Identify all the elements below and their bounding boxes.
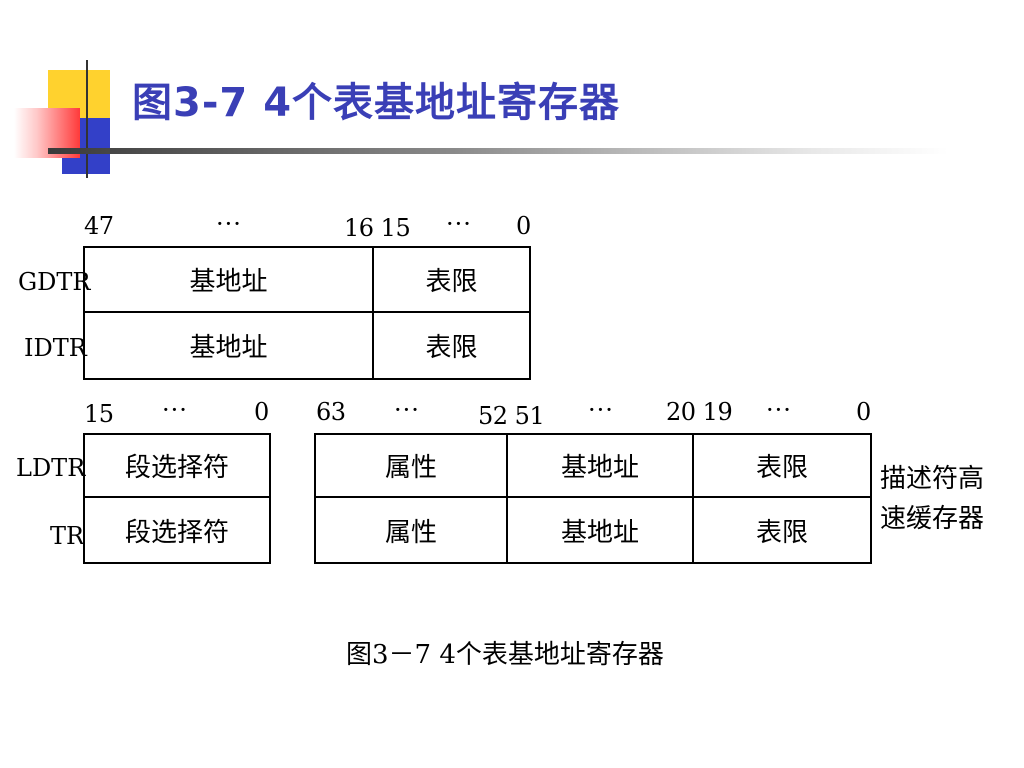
column-divider xyxy=(372,246,374,380)
title-underline xyxy=(48,148,948,154)
gdtr-label: GDTR xyxy=(18,268,91,296)
descriptor-cache-box xyxy=(314,433,872,564)
gdtr-base-address-field: 基地址 xyxy=(189,267,268,297)
bit-label-52-51: 52 51 xyxy=(478,402,545,430)
bit-ellipsis: ··· xyxy=(588,396,614,424)
ldtr-attribute-field: 属性 xyxy=(384,453,437,483)
column-divider xyxy=(692,433,694,564)
ldtr-selector-field: 段选择符 xyxy=(124,453,229,483)
figure-caption: 图3－7 4个表基地址寄存器 xyxy=(346,640,664,670)
bit-ellipsis: ··· xyxy=(394,396,420,424)
ldtr-label: LDTR xyxy=(16,454,86,482)
ldtr-base-address-field: 基地址 xyxy=(560,453,639,483)
title-deco-vertical-line xyxy=(86,60,88,178)
idtr-limit-field: 表限 xyxy=(425,333,478,363)
bit-label-0: 0 xyxy=(856,398,871,426)
gdtr-limit-field: 表限 xyxy=(425,267,478,297)
bit-label-16-15: 16 15 xyxy=(344,214,411,242)
idtr-label: IDTR xyxy=(24,334,87,362)
row-divider xyxy=(83,496,271,498)
tr-base-address-field: 基地址 xyxy=(560,517,639,548)
ldtr-limit-field: 表限 xyxy=(755,453,808,483)
bit-ellipsis: ··· xyxy=(216,210,242,238)
bit-label-47: 47 xyxy=(84,212,114,240)
bit-label-63: 63 xyxy=(316,398,346,426)
tr-attribute-field: 属性 xyxy=(384,517,437,548)
bit-label-0: 0 xyxy=(254,398,269,426)
descriptor-cache-note-line1: 描述符高 xyxy=(880,464,985,494)
row-divider xyxy=(314,496,872,498)
row-divider xyxy=(83,311,531,313)
slide-title: 图3-7 4个表基地址寄存器 xyxy=(132,80,621,126)
column-divider xyxy=(506,433,508,564)
bit-label-15: 15 xyxy=(84,400,114,428)
bit-ellipsis: ··· xyxy=(446,210,472,238)
idtr-base-address-field: 基地址 xyxy=(189,333,268,363)
tr-limit-field: 表限 xyxy=(755,517,808,548)
tr-label: TR xyxy=(50,522,85,550)
descriptor-cache-note-line2: 速缓存器 xyxy=(880,504,985,534)
bit-ellipsis: ··· xyxy=(766,396,792,424)
bit-label-20-19: 20 19 xyxy=(666,398,733,426)
gdtr-idtr-register-box xyxy=(83,246,531,380)
bit-label-0: 0 xyxy=(516,212,531,240)
bit-ellipsis: ··· xyxy=(162,396,188,424)
selector-register-box xyxy=(83,433,271,564)
tr-selector-field: 段选择符 xyxy=(124,517,229,548)
